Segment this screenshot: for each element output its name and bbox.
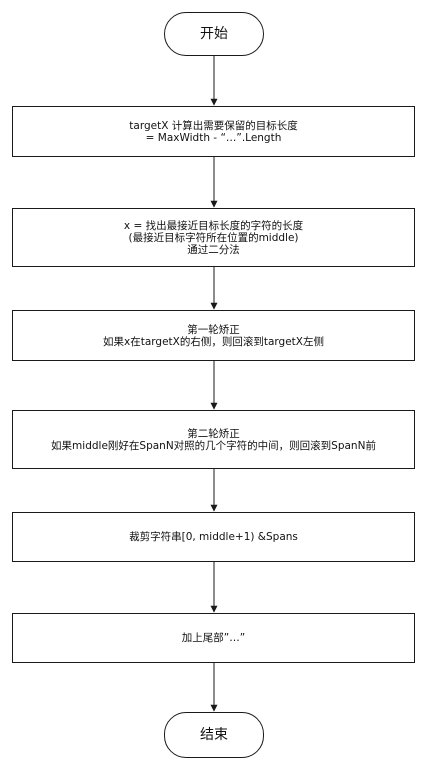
node-text-line: 第一轮矫正 xyxy=(187,323,240,336)
node-text-line: 加上尾部”…” xyxy=(181,632,246,644)
node-text-line: x = 找出最接近目标长度的字符的长度 xyxy=(123,219,304,232)
node-text-line: 如果x在targetX的右侧，则回滚到targetX左侧 xyxy=(103,335,324,348)
flowchart-node-step-trim-string: 裁剪字符串[0, middle+1) &Spans xyxy=(12,512,415,562)
flowchart-node-start: 开始 xyxy=(164,12,264,56)
flowchart-node-step-find-nearest: x = 找出最接近目标长度的字符的长度(最接近目标字符所在位置的middle)通… xyxy=(12,208,415,267)
node-text-line: targetX 计算出需要保留的目标长度 xyxy=(129,119,298,132)
node-text-line: 通过二分法 xyxy=(187,243,240,256)
node-text-line: 开始 xyxy=(200,26,228,42)
flowchart-node-step-append-tail: 加上尾部”…” xyxy=(12,613,415,663)
node-text-line: (最接近目标字符所在位置的middle) xyxy=(128,231,299,244)
flowchart-node-step-second-correction: 第二轮矫正如果middle刚好在SpanN对照的几个字符的中间，则回滚到Span… xyxy=(12,410,415,469)
node-text-line: 第二轮矫正 xyxy=(187,427,240,440)
flowchart-node-end: 结束 xyxy=(164,712,264,758)
node-text-line: 结束 xyxy=(200,727,228,743)
node-text-line: 如果middle刚好在SpanN对照的几个字符的中间，则回滚到SpanN前 xyxy=(51,439,376,452)
flowchart-node-step-target-length: targetX 计算出需要保留的目标长度= MaxWidth - “…”.Len… xyxy=(12,106,415,157)
node-text-line: 裁剪字符串[0, middle+1) &Spans xyxy=(129,531,298,543)
flowchart-node-step-first-correction: 第一轮矫正如果x在targetX的右侧，则回滚到targetX左侧 xyxy=(12,310,415,361)
node-text-line: = MaxWidth - “…”.Length xyxy=(145,131,282,144)
